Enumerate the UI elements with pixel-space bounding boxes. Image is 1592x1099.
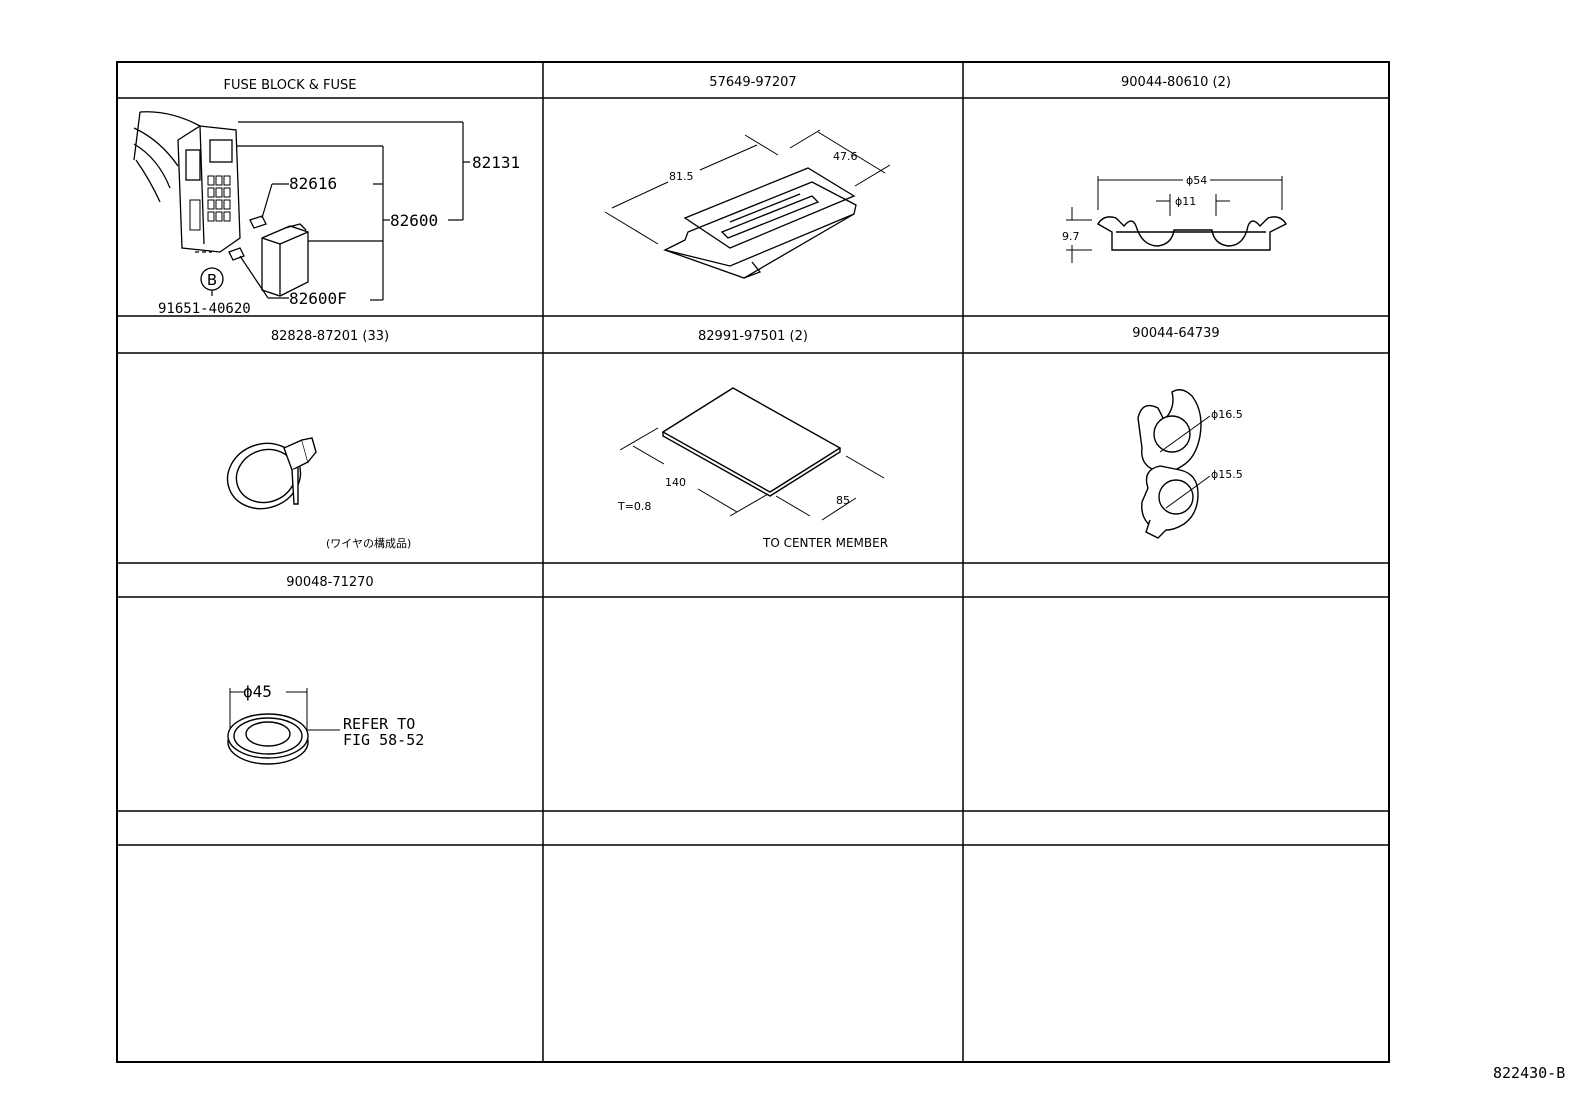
fuse-block-drawing — [133, 111, 309, 297]
cell-header-fuse-block: FUSE BLOCK & FUSE — [224, 78, 357, 93]
dimension-140: 140 — [665, 476, 686, 489]
plug-note-line-1: REFER TO — [343, 715, 415, 733]
part-label-82600: 82600 — [390, 211, 438, 230]
part-label-91651-40620: 91651-40620 — [158, 301, 251, 317]
double-clip-drawing — [1137, 389, 1202, 539]
cell-header-90044-64739: 90044-64739 — [1132, 326, 1219, 341]
plug-dimension-lines — [229, 688, 340, 731]
cell-header-90044-80610: 90044-80610 (2) — [1121, 75, 1231, 90]
dimension-phi-16-5: ϕ16.5 — [1211, 408, 1243, 421]
part-label-82600F: 82600F — [289, 289, 347, 308]
plug-drawing — [227, 713, 309, 765]
part-label-82616: 82616 — [289, 174, 337, 193]
dimension-phi-54: ϕ54 — [1186, 174, 1207, 187]
plug-note-line-2: FIG 58-52 — [343, 731, 424, 749]
dimension-phi-45: ϕ45 — [243, 682, 272, 701]
dimension-47-6: 47.6 — [833, 150, 858, 163]
parts-grid — [116, 61, 1390, 1063]
cell-header-82828-87201: 82828-87201 (33) — [271, 329, 389, 344]
bracket-dimension-lines — [604, 129, 891, 245]
dimension-9-7: 9.7 — [1062, 230, 1080, 243]
pad-dimension-lines — [619, 427, 885, 521]
cell-header-82991-97501: 82991-97501 (2) — [698, 329, 808, 344]
wire-clamp-note: (ワイヤの構成品) — [326, 537, 411, 550]
double-clip-dimension-lines — [1159, 415, 1211, 509]
grommet-dimension-lines — [1066, 176, 1283, 263]
dimension-81-5: 81.5 — [669, 170, 694, 183]
pad-drawing — [661, 387, 842, 497]
pad-note: TO CENTER MEMBER — [762, 536, 888, 550]
cell-header-90048-71270: 90048-71270 — [286, 575, 373, 590]
part-label-82131: 82131 — [472, 153, 520, 172]
figure-id: 822430-B — [1493, 1064, 1566, 1082]
dimension-85: 85 — [836, 494, 850, 507]
cell-header-57649-97207: 57649-97207 — [709, 75, 796, 90]
grommet-drawing — [1097, 216, 1287, 251]
callout-b-label: B — [207, 271, 217, 289]
bracket-drawing — [663, 167, 857, 279]
dimension-phi-11: ϕ11 — [1175, 195, 1196, 208]
dimension-phi-15-5: ϕ15.5 — [1211, 468, 1243, 481]
callout-circle-b — [200, 267, 224, 291]
wire-clamp-drawing — [226, 437, 317, 510]
dimension-thickness: T=0.8 — [617, 500, 651, 513]
